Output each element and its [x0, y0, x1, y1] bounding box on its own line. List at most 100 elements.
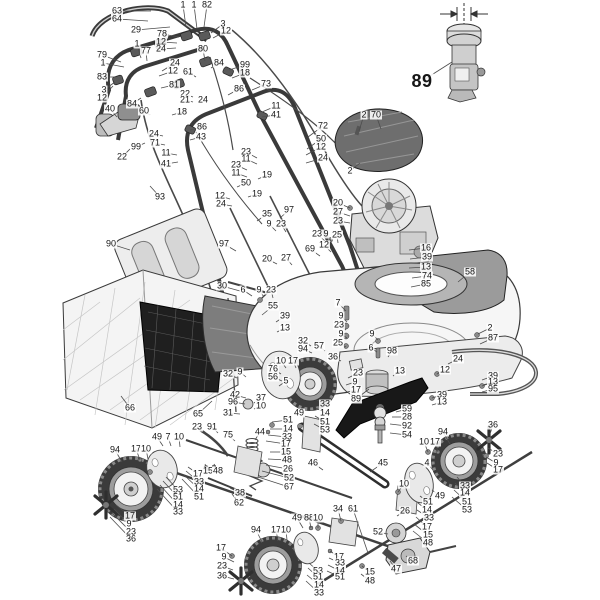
part-label-99: 99 [129, 141, 143, 152]
part-label-13: 13 [435, 396, 449, 407]
part-label-17: 17 [349, 384, 363, 395]
part-label-14: 14 [420, 504, 434, 515]
part-label-52: 52 [282, 472, 296, 483]
part-label-92: 92 [400, 420, 414, 431]
part-label-33: 33 [192, 476, 206, 487]
part-label-24: 24 [214, 198, 228, 209]
part-label-41: 41 [159, 158, 173, 169]
part-label-39: 39 [420, 251, 434, 262]
part-label-23: 23 [124, 526, 138, 537]
part-label-19: 19 [250, 188, 264, 199]
part-label-59: 59 [400, 403, 414, 414]
part-label-27: 27 [331, 206, 345, 217]
part-label-1: 1 [99, 57, 107, 68]
part-label-24: 24 [316, 152, 330, 163]
part-label-11: 11 [270, 100, 282, 111]
part-label-93: 93 [153, 191, 167, 202]
part-label-40: 40 [103, 103, 117, 114]
part-label-31: 31 [221, 407, 235, 418]
part-label-1: 1 [179, 0, 187, 10]
part-label-12: 12 [213, 190, 227, 201]
part-label-6: 6 [367, 342, 375, 353]
part-label-96: 96 [226, 396, 240, 407]
part-label-60: 60 [137, 105, 151, 116]
part-label-51: 51 [281, 414, 295, 425]
part-label-24: 24 [147, 128, 161, 139]
part-label-10: 10 [311, 512, 325, 523]
part-label-51: 51 [460, 496, 474, 507]
part-label-95: 95 [486, 383, 500, 394]
part-label-68: 68 [406, 555, 420, 566]
part-label-11: 11 [160, 147, 172, 158]
part-label-12: 12 [438, 364, 452, 375]
part-label-35: 35 [260, 208, 274, 219]
part-label-7: 7 [164, 431, 172, 442]
part-label-36: 36 [326, 351, 340, 362]
part-label-61: 61 [181, 66, 195, 77]
part-label-30: 30 [215, 280, 229, 291]
part-label-26: 26 [281, 463, 295, 474]
part-label-51: 51 [318, 416, 332, 427]
part-label-14: 14 [333, 565, 347, 576]
part-label-13: 13 [278, 322, 292, 333]
part-label-84: 84 [212, 57, 226, 68]
part-label-46: 46 [306, 457, 320, 468]
part-label-47: 47 [389, 563, 403, 574]
part-label-12: 12 [166, 65, 180, 76]
part-label-9: 9 [236, 366, 244, 377]
part-label-23: 23 [229, 159, 243, 170]
part-label-4: 4 [423, 457, 431, 468]
part-label-85: 85 [419, 278, 433, 289]
part-label-12: 12 [95, 92, 109, 103]
part-label-33: 33 [422, 512, 436, 523]
part-label-9: 9 [255, 284, 263, 295]
wheel-rear-left [244, 536, 302, 594]
part-label-9: 9 [220, 551, 228, 562]
part-label-94: 94 [436, 426, 450, 437]
part-label-9: 9 [492, 457, 500, 468]
part-label-36: 36 [124, 533, 138, 544]
part-label-50: 50 [239, 177, 253, 188]
part-label-5: 5 [282, 375, 290, 386]
part-label-17: 17 [214, 542, 228, 553]
part-label-53: 53 [171, 484, 185, 495]
part-label-39: 39 [278, 310, 292, 321]
part-label-48: 48 [280, 454, 294, 465]
part-label-12: 12 [314, 141, 328, 152]
part-label-81: 81 [167, 79, 181, 90]
part-label-76: 76 [266, 363, 280, 374]
handle-clamps [112, 30, 268, 135]
part-label-9: 9 [337, 328, 345, 339]
part-label-9: 9 [368, 328, 376, 339]
part-label-21: 21 [178, 94, 192, 105]
part-label-27: 27 [279, 252, 293, 263]
part-label-17: 17 [420, 521, 434, 532]
part-label-65: 65 [191, 408, 205, 419]
part-label-10: 10 [397, 478, 411, 489]
part-label-10: 10 [172, 431, 186, 442]
part-label-82: 82 [200, 0, 214, 10]
part-label-24: 24 [196, 94, 210, 105]
dimension-arrows [440, 3, 488, 24]
part-label-14: 14 [318, 407, 332, 418]
part-label-23: 23 [491, 448, 505, 459]
part-label-61: 61 [346, 503, 360, 514]
part-label-26: 26 [398, 505, 412, 516]
part-label-57: 57 [312, 340, 326, 351]
part-label-23: 23 [215, 560, 229, 571]
part-label-45: 45 [376, 457, 390, 468]
part-label-16: 16 [419, 242, 433, 253]
part-label-41: 41 [269, 109, 283, 120]
part-label-43: 43 [194, 131, 208, 142]
part-label-14: 14 [281, 423, 295, 434]
part-label-67: 67 [282, 481, 296, 492]
part-label-48: 48 [211, 465, 225, 476]
part-label-17: 17 [286, 355, 300, 366]
part-label-49: 49 [150, 431, 164, 442]
part-label-15: 15 [421, 529, 435, 540]
part-label-14: 14 [171, 499, 185, 510]
part-label-83: 83 [95, 71, 109, 82]
part-label-88: 88 [302, 512, 316, 523]
